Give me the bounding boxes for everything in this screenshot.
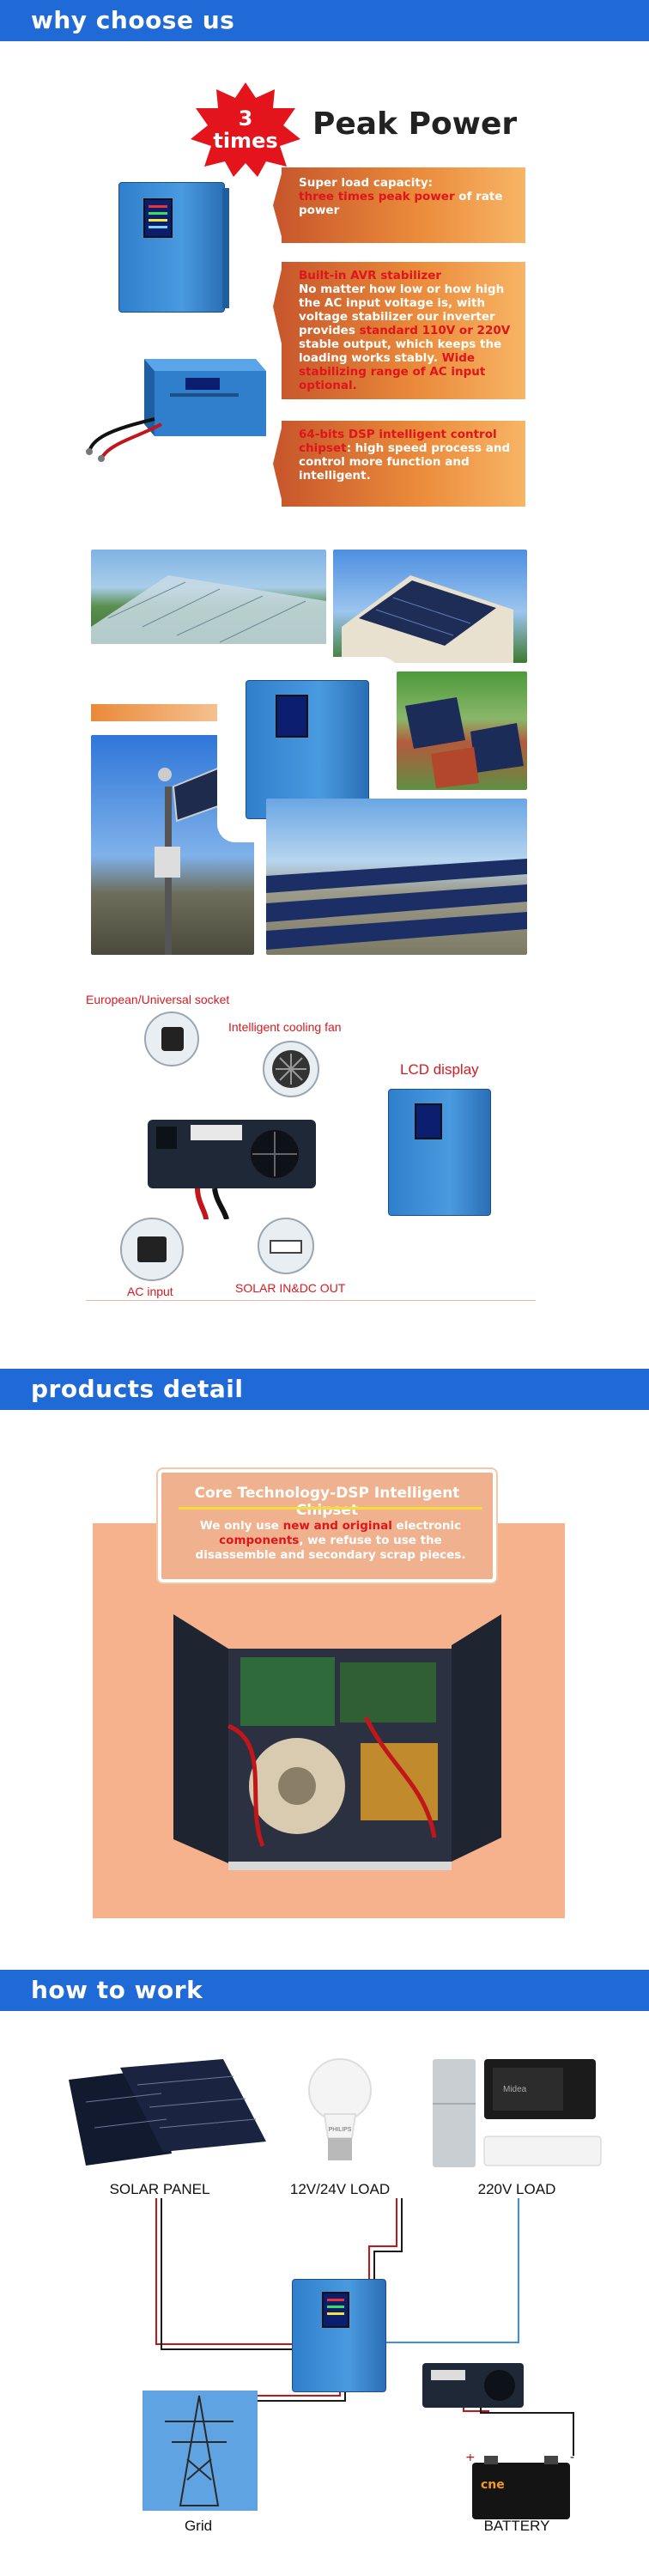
- feature-lead: 64-bits DSP intelligent control chipset: [299, 428, 497, 455]
- socket-icon: [144, 1012, 199, 1066]
- peak-power-title: Peak Power: [312, 106, 518, 142]
- label-solar-panel: SOLAR PANEL: [109, 2181, 210, 2197]
- section-title: products detail: [31, 1375, 244, 1403]
- bulb-image: PHILIPS: [308, 2058, 372, 2160]
- feature-highlight: standard 110V or 220V: [359, 324, 511, 337]
- solar-panel-image: [69, 2059, 266, 2166]
- badge-number: 3: [239, 106, 253, 131]
- callout-socket: European/Universal socket: [86, 993, 230, 1006]
- feature-highlight: Wide stabilizing range of AC input optio…: [299, 351, 486, 392]
- label-battery: BATTERY: [483, 2518, 550, 2534]
- callout-fan: Intelligent cooling fan: [228, 1020, 342, 1034]
- label-220v-load: 220V LOAD: [477, 2181, 556, 2197]
- inverter-lcd-image: [388, 1089, 491, 1216]
- feature-arrow-3: [273, 421, 283, 507]
- fan-icon: [263, 1041, 319, 1097]
- svg-text:cne: cne: [481, 2478, 505, 2492]
- feature-load-capacity: Super load capacity: three times peak po…: [282, 167, 525, 243]
- feature-arrow-1: [273, 167, 283, 243]
- back-panel-image: [148, 1120, 316, 1219]
- divider: [86, 1300, 536, 1301]
- solar-farm-photo: [266, 799, 527, 955]
- feature-avr: Built-in AVR stabilizer No matter how lo…: [282, 262, 525, 399]
- house-roof-solar-photo: [333, 550, 527, 663]
- ac-input-icon: [120, 1218, 184, 1281]
- lcd-screen-icon: [143, 198, 173, 238]
- callout-lcd: LCD display: [400, 1061, 479, 1078]
- section-title: how to work: [31, 1976, 203, 2004]
- core-tech-box: Core Technology-DSP Intelligent Chipset …: [158, 1469, 496, 1583]
- appliances-image: Midea: [433, 2059, 602, 2167]
- feature-text: of rate power: [299, 190, 503, 217]
- section-header-work: how to work: [0, 1970, 649, 2011]
- inverter-wall-image: [118, 182, 229, 313]
- section-header-detail: products detail: [0, 1369, 649, 1410]
- starburst-badge: 3 times: [191, 82, 300, 177]
- feature-text: No matter how low or how high the AC inp…: [299, 283, 505, 337]
- open-inverter-image: [173, 1614, 501, 1870]
- feature-lead: Built-in AVR stabilizer: [299, 269, 442, 283]
- battery-image: cne + -: [465, 2454, 574, 2519]
- inverter-central-image: [292, 2279, 386, 2392]
- svg-text:+: +: [465, 2454, 476, 2464]
- callout-solar: SOLAR IN&DC OUT: [235, 1281, 346, 1295]
- feature-text: : high speed process and control more fu…: [299, 441, 511, 483]
- feature-text: Super load capacity:: [299, 176, 434, 190]
- grid-tower-image: [143, 2391, 258, 2511]
- feature-highlight: three times peak power: [299, 190, 455, 204]
- svg-text:-: -: [570, 2454, 574, 2464]
- section-title: why choose us: [31, 6, 235, 34]
- core-underline: [179, 1507, 482, 1510]
- fridge-brand: Midea: [503, 2085, 527, 2094]
- greenhouse-photo: [91, 550, 326, 644]
- feature-text: stable output, which keeps the loading w…: [299, 337, 502, 365]
- label-grid: Grid: [184, 2518, 213, 2534]
- bulb-brand: PHILIPS: [329, 2127, 352, 2133]
- back-panel-small-image: [422, 2363, 524, 2408]
- callout-ac: AC input: [127, 1285, 173, 1298]
- inverter-desktop-image: [86, 359, 266, 462]
- feature-arrow-2: [273, 262, 283, 351]
- aerial-roofs-photo: [397, 671, 527, 790]
- orange-strip: [91, 704, 218, 721]
- feature-dsp: 64-bits DSP intelligent control chipset:…: [282, 421, 525, 507]
- badge-word: times: [213, 129, 277, 153]
- label-12v-load: 12V/24V LOAD: [289, 2181, 391, 2197]
- section-header-why: why choose us: [0, 0, 649, 41]
- core-title: Core Technology-DSP Intelligent Chipset: [194, 1485, 460, 1519]
- terminal-icon: [258, 1218, 314, 1274]
- core-text: We only use new and original electronic …: [195, 1519, 466, 1562]
